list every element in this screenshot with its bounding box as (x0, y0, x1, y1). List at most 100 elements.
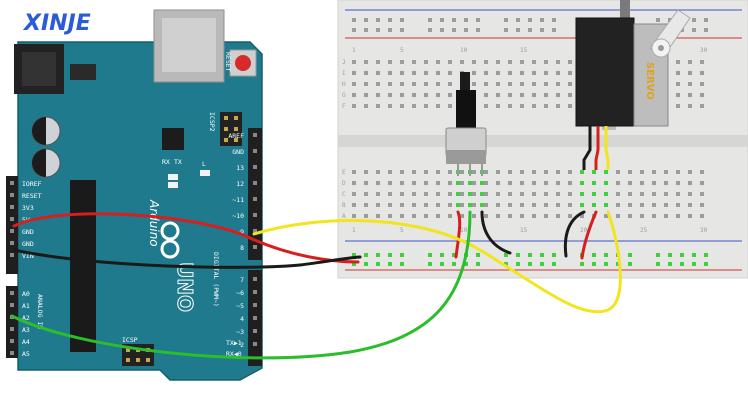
pin-label: 7 (240, 276, 244, 284)
header-pin (253, 329, 257, 333)
row-letter: I (342, 70, 346, 77)
row-letter: C (342, 191, 346, 198)
pin-label: IOREF (22, 180, 42, 188)
servo-motor: SERVO (575, 0, 691, 170)
column-number: 1 (352, 227, 356, 234)
header-pin (253, 342, 257, 346)
header-pin (10, 241, 14, 245)
header-pin (253, 133, 257, 137)
header-pin (10, 181, 14, 185)
pin-label: ~6 (236, 289, 244, 297)
black-gnd-wire (12, 248, 362, 269)
header-pin (10, 351, 14, 355)
arduino-uno-board: RESET ICSP2 TX RX L Arduino (6, 9, 263, 381)
column-number: 15 (520, 227, 528, 234)
pin-label: VIN (22, 252, 34, 260)
row-letter: D (342, 180, 346, 187)
pin-label: 3V3 (22, 204, 34, 212)
header-pin (253, 303, 257, 307)
yellow-signal-wire (252, 210, 622, 314)
pin-label: ~5 (236, 302, 244, 310)
potentiometer (445, 72, 487, 176)
header-pin (253, 165, 257, 169)
wires (10, 210, 622, 360)
tx-pin-label: TX▶1 (226, 339, 242, 347)
header-pin (10, 327, 14, 331)
pin-label: AREF (228, 132, 244, 140)
row-letter: A (342, 213, 346, 220)
rx-label: RX (162, 158, 170, 166)
header-pin (253, 229, 257, 233)
row-letter: E (342, 169, 346, 176)
servo-red-jumper (580, 210, 598, 260)
header-pin (10, 205, 14, 209)
pin-label: ~10 (232, 212, 244, 220)
header-pin (253, 316, 257, 320)
reset-button[interactable] (229, 49, 257, 77)
l-label: L (202, 160, 206, 168)
header-pin (253, 277, 257, 281)
header-pin (253, 181, 257, 185)
column-number: 10 (460, 47, 468, 54)
icsp-header (220, 112, 242, 146)
pin-label: 13 (236, 164, 244, 172)
header-pin (10, 253, 14, 257)
digital-header-top (248, 128, 262, 260)
column-number: 1 (352, 47, 356, 54)
row-letter: B (342, 202, 346, 209)
header-pin (253, 197, 257, 201)
pin-label: A5 (22, 350, 30, 358)
pin-label: GND (22, 228, 34, 236)
digital-pin-labels-bottom: 7 ~6 ~5 4 ~3 2 (236, 276, 257, 349)
watermark-logo: XINJE (22, 11, 91, 36)
header-pin (10, 303, 14, 307)
column-number: 25 (640, 227, 648, 234)
column-number: 15 (520, 47, 528, 54)
column-number: 10 (460, 227, 468, 234)
header-pin (10, 193, 14, 197)
pin-label: 12 (236, 180, 244, 188)
row-letter: J (342, 59, 346, 66)
pin-label: ~3 (236, 328, 244, 336)
column-number: 20 (580, 227, 588, 234)
row-letter: H (342, 81, 346, 88)
header-pin (10, 217, 14, 221)
header-pin (253, 213, 257, 217)
header-pin (253, 245, 257, 249)
pin-label: GND (232, 148, 244, 156)
icsp-label: ICSP2 (208, 112, 216, 132)
reset-label: RESET (224, 52, 232, 72)
pot-red-jumper (454, 210, 462, 259)
rx-pin-label: RX◀0 (226, 350, 242, 358)
pin-label: A2 (22, 314, 30, 322)
column-number: 5 (400, 47, 404, 54)
capacitors (31, 116, 61, 178)
column-number: 5 (400, 227, 404, 234)
pin-label: A0 (22, 290, 30, 298)
pin-label: A1 (22, 302, 30, 310)
pin-label: GND (22, 240, 34, 248)
icsp-bottom-label: ICSP (122, 336, 138, 344)
model-label: UNO (173, 262, 197, 312)
pin-label: A3 (22, 326, 30, 334)
pin-label: ~9 (236, 228, 244, 236)
pin-label: 4 (240, 315, 244, 323)
pin-label: ~11 (232, 196, 244, 204)
row-letter: G (342, 92, 346, 99)
digital-pin-labels-top: AREF GND 13 12 ~11 ~10 ~9 8 (228, 132, 257, 252)
servo-label: SERVO (644, 62, 655, 100)
pin-label: RESET (22, 192, 42, 200)
pin-label: 2 (240, 341, 244, 349)
analog-label: ANALOG IN (36, 294, 44, 329)
column-number: 30 (700, 47, 708, 54)
header-pin (10, 291, 14, 295)
arduino-logo (160, 221, 180, 259)
pin-label: 8 (240, 244, 244, 252)
servo-horn (649, 9, 691, 58)
green-analog-wire (10, 210, 472, 360)
